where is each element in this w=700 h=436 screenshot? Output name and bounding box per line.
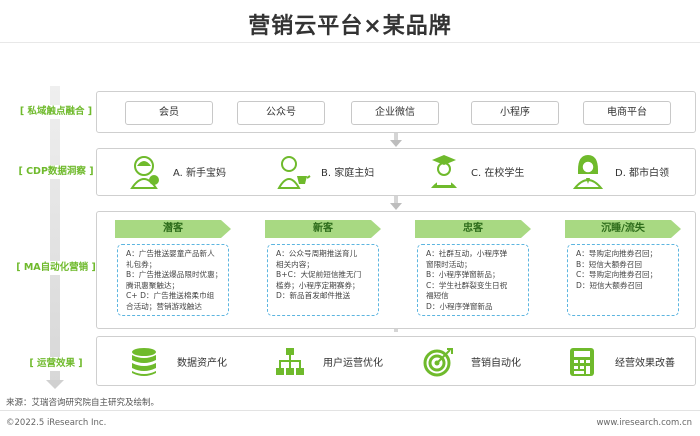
stage-line: C：导购定向推券召回； [576,270,658,279]
footer-copyright: ©2022.5 iResearch Inc. [6,418,107,428]
stage-line: A：广告推送婴童产品新人 [126,249,215,258]
persona-label: B. 家庭主妇 [321,168,375,179]
stage-line: A：社群互动，小程序弹 [426,249,508,258]
persona-student: C. 在校学生 [427,154,547,190]
housewife-icon [277,156,311,189]
step-arrow-icon [390,203,402,210]
footer-website: www.iresearch.com.cn [596,418,692,428]
stage-line: D：新品首发邮件推送 [276,291,351,300]
outcome-data-assets: 数据资产化 [129,347,259,376]
row-label-cdp: [ CDP数据洞察 ] [6,165,106,179]
stage-card-loyal-customer: A：社群互动，小程序弹 窗限时活动； B：小程序弹窗新品； C：学生社群裂变生日… [417,244,529,316]
step-connector [394,133,398,141]
results-panel: 数据资产化 用户运营优化 营销自动化 [96,336,696,386]
persona-label: A. 新手宝妈 [173,168,227,179]
stage-line: C+ D：广告推送棉柔巾组 [126,291,215,300]
target-icon [423,348,453,377]
stage-title: 沉睡/流失 [601,223,645,234]
stage-title: 新客 [313,223,333,234]
stage-line: C：学生社群裂变生日祝 [426,280,508,290]
persona-housewife: B. 家庭主妇 [277,154,397,190]
stage-tab-new-customer: 新客 [265,220,381,238]
stage-card-new-customer: A：公众号周期推送育儿 相关内容； B+C：大促前短信推无门 槛券；小程序定期赛… [267,244,379,316]
stage-tab-shape [415,220,531,238]
step-arrow-icon [390,140,402,147]
stage-tab-shape [265,220,381,238]
flow-rail [50,86,60,382]
stage-line: 合活动；营销游戏触达 [126,301,202,311]
stage-line: D：短信大额券召回 [576,280,643,290]
database-icon [132,348,156,376]
footer-divider [0,410,700,411]
outcome-marketing-automation: 营销自动化 [423,347,553,377]
org-chart-icon [276,348,304,375]
stage-line: D：小程序弹窗新品 [426,301,493,311]
touchpoint-mini-program: 小程序 [471,101,559,125]
stage-tab-shape [115,220,231,238]
stage-line: B+C：大促前短信推无门 [276,270,362,279]
outcome-label: 数据资产化 [177,358,227,369]
stage-title: 潜客 [163,223,183,234]
cdp-personas-panel: A. 新手宝妈 B. 家庭主妇 C. 在校学生 D. 都市白领 [96,148,696,196]
stage-line: B：小程序弹窗新品； [426,270,500,279]
source-note: 来源：艾瑞咨询研究院自主研究及绘制。 [6,398,160,408]
stage-line: B：广告推送爆品限时优惠； [126,270,223,279]
stage-line: 福短信 [426,291,449,300]
title-divider [0,42,700,43]
stage-line: 槛券；小程序定期赛券； [276,280,360,290]
stage-title: 忠客 [463,223,483,234]
outcome-label: 用户运营优化 [323,358,383,369]
stage-card-dormant-churned: A：导购定向推券召回； B：短信大额券召回 C：导购定向推券召回； D：短信大额… [567,244,679,316]
stage-line: 窗限时活动； [426,259,472,269]
ma-stages-panel: 潜客 A：广告推送婴童产品新人 礼包券； B：广告推送爆品限时优惠； 腾讯惠聚触… [96,211,696,329]
stage-line: 腾讯惠聚触达； [126,280,180,290]
persona-label: D. 都市白领 [615,168,670,179]
stage-tab-loyal-customer: 忠客 [415,220,531,238]
persona-new-mom: A. 新手宝妈 [129,154,249,190]
persona-office-worker: D. 都市白领 [571,154,691,190]
touchpoint-member: 会员 [125,101,213,125]
touchpoint-official-account: 公众号 [237,101,325,125]
step-connector [394,196,398,204]
stage-card-prospect: A：广告推送婴童产品新人 礼包券； B：广告推送爆品限时优惠； 腾讯惠聚触达； … [117,244,229,316]
stage-tab-shape [565,220,681,238]
student-icon [431,155,457,188]
page-title: 营销云平台×某品牌 [248,14,452,39]
stage-line: B：短信大额券召回 [576,259,642,269]
office-worker-icon [572,155,604,189]
touchpoint-ecommerce: 电商平台 [583,101,671,125]
outcome-label: 经营效果改善 [615,358,675,369]
outcome-user-ops: 用户运营优化 [275,347,415,375]
stage-tab-dormant-churned: 沉睡/流失 [565,220,681,238]
touchpoint-wecom: 企业微信 [351,101,439,125]
row-label-private-touchpoints: [ 私域触点融合 ] [6,105,106,119]
stage-tab-prospect: 潜客 [115,220,231,238]
step-connector [394,329,398,332]
stage-line: 礼包券； [126,259,157,269]
row-label-results: [ 运营效果 ] [6,357,106,371]
persona-label: C. 在校学生 [471,168,525,179]
stage-line: 相关内容； [276,259,314,269]
stage-line: A：公众号周期推送育儿 [276,249,358,258]
flow-rail-arrow-icon [46,380,64,389]
calculator-icon [570,348,594,376]
stage-line: A：导购定向推券召回； [576,249,658,258]
outcome-business-improvement: 经营效果改善 [567,347,695,376]
new-mom-icon [130,156,159,189]
row-label-ma: [ MA自动化营销 ] [6,261,106,275]
outcome-label: 营销自动化 [471,358,521,369]
private-touchpoints-panel: 会员 公众号 企业微信 小程序 电商平台 [96,91,696,133]
